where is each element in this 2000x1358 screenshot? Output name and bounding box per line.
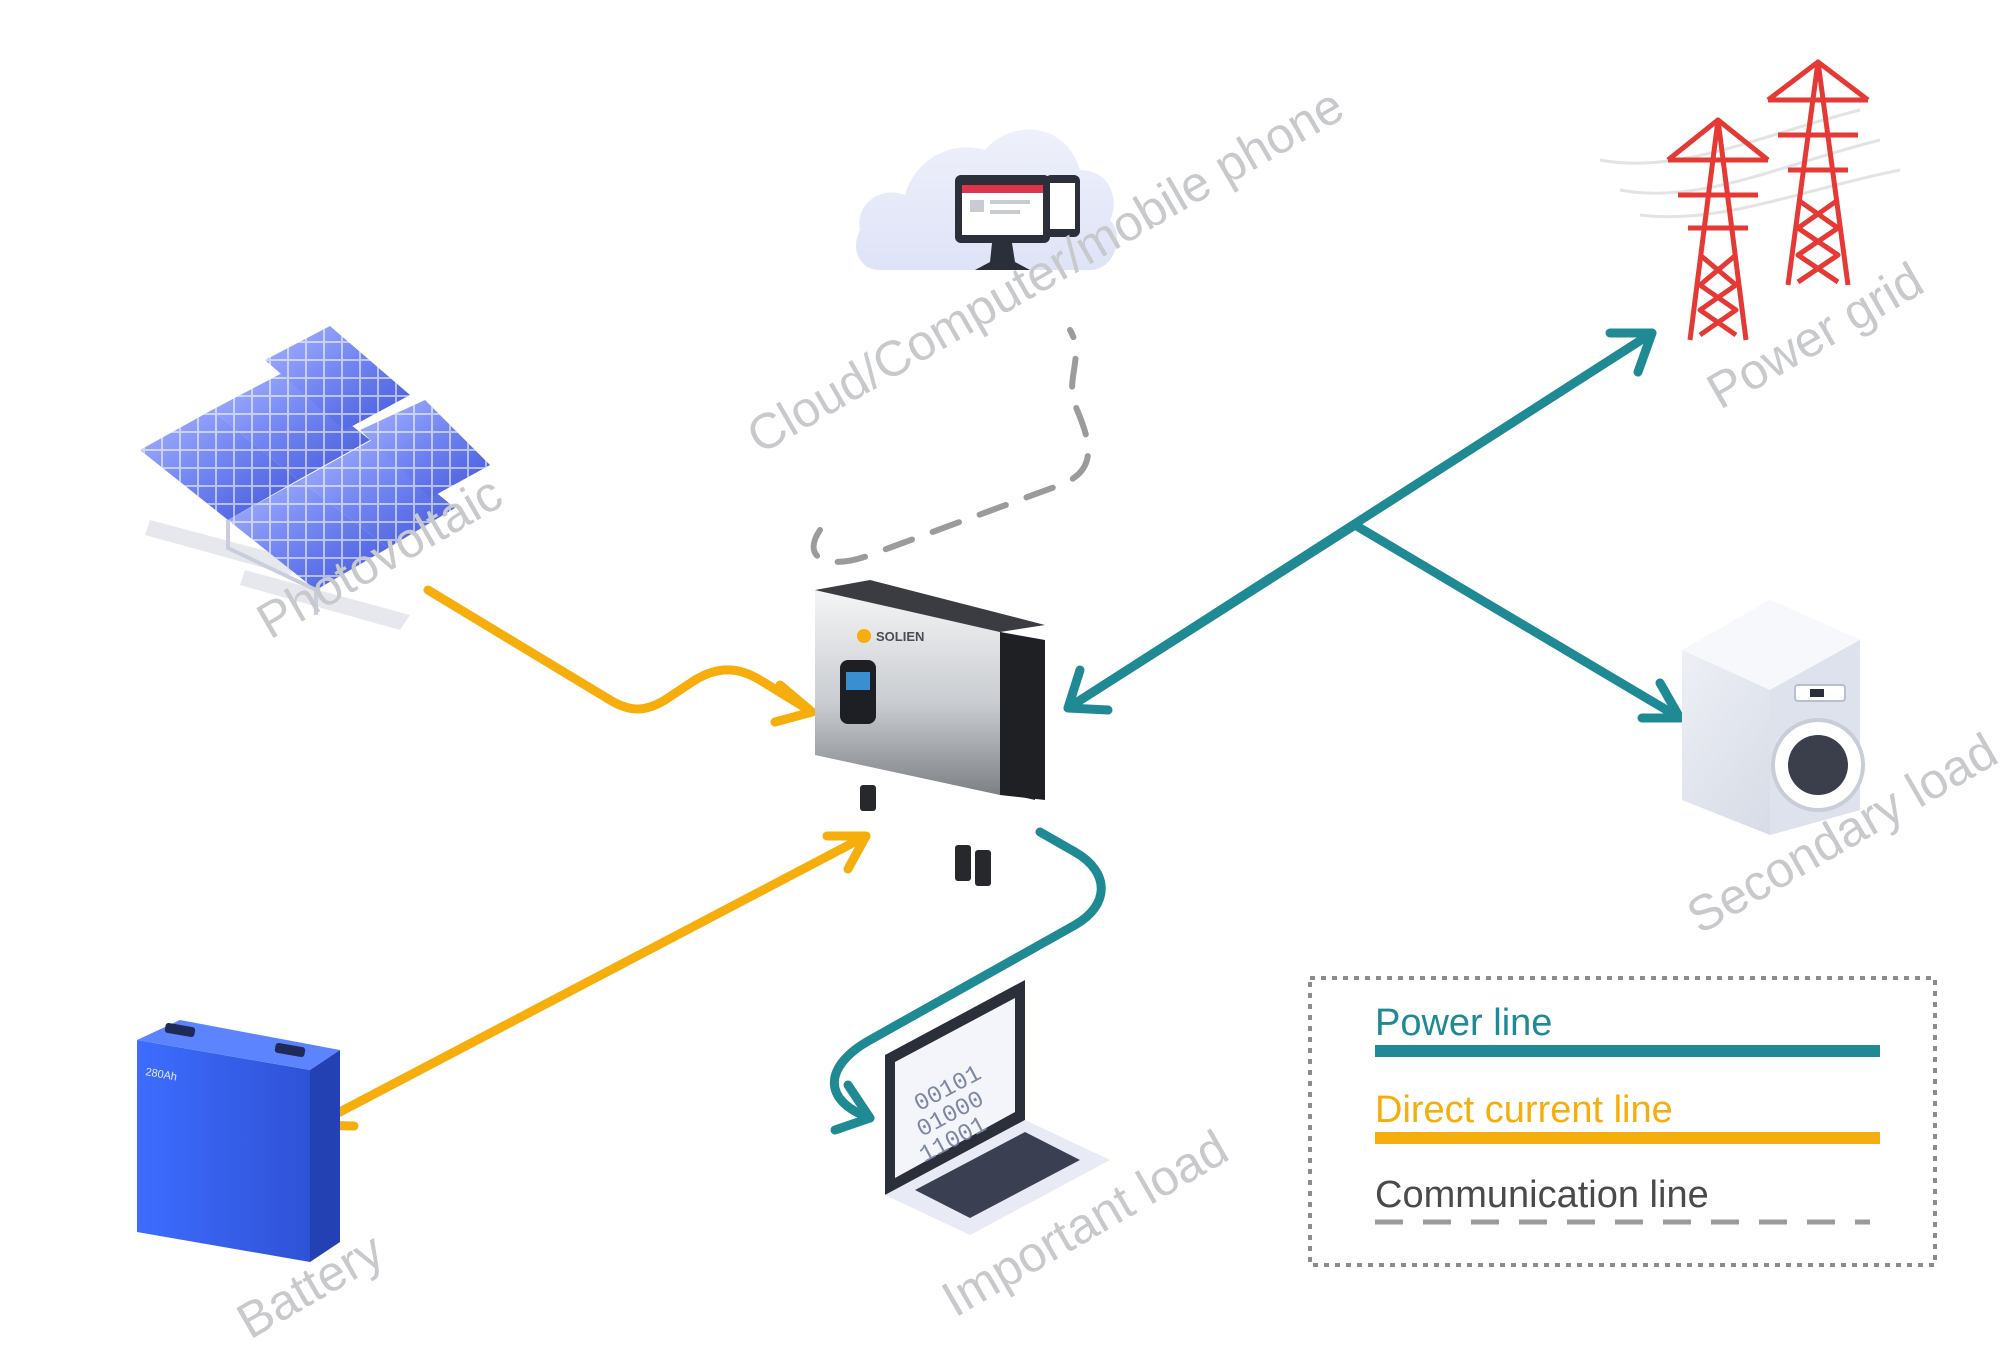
photovoltaic-icon — [140, 326, 490, 630]
legend-power-line-label: Power line — [1375, 1002, 1552, 1044]
legend-power-line-swatch — [1375, 1045, 1880, 1057]
power-grid-icon — [1599, 59, 1901, 341]
battery-dc-arrowhead-inverter — [822, 831, 871, 874]
legend-dc-line-swatch — [1375, 1132, 1880, 1144]
power-line-grid-arrowhead — [1605, 328, 1657, 377]
inverter-icon: SOLIEN — [815, 580, 1045, 886]
legend: Power line Direct current line Communica… — [1308, 976, 1937, 1267]
power-line-secondary-load — [1350, 520, 1685, 723]
communication-line — [810, 327, 1092, 565]
cloud-devices-icon — [856, 129, 1118, 270]
power-line-inverter — [1063, 520, 1360, 713]
battery-dc-line — [310, 831, 871, 1130]
pv-dc-arrowhead — [770, 680, 817, 727]
battery-icon: 280Ah — [137, 1020, 340, 1262]
power-line-important-arrowhead — [830, 1080, 875, 1135]
inverter-brand: SOLIEN — [876, 629, 924, 644]
legend-comm-line-label: Communication line — [1375, 1174, 1709, 1216]
laptop-icon: 00101 01000 11001 — [885, 980, 1110, 1235]
power-line-inverter-arrowhead — [1063, 665, 1113, 715]
battery-capacity: 280Ah — [144, 1066, 177, 1083]
legend-border — [1308, 976, 1937, 1267]
power-line-important-load — [829, 827, 1106, 1123]
washing-machine-icon — [1682, 600, 1865, 835]
pv-dc-line — [423, 585, 817, 717]
legend-dc-line-label: Direct current line — [1375, 1089, 1673, 1131]
power-line-secondary-arrowhead — [1637, 678, 1685, 723]
